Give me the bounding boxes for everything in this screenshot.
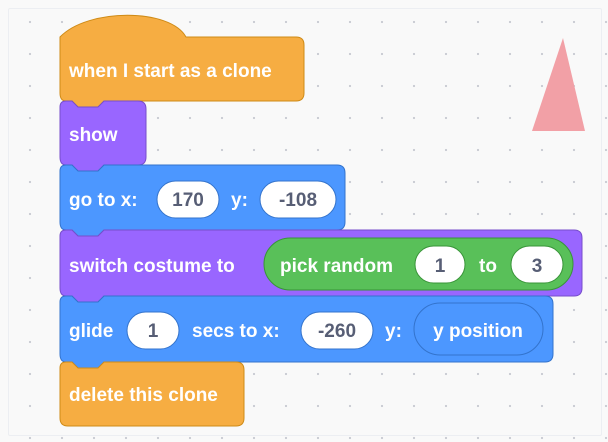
glide-x-input[interactable] [300,311,374,350]
glide-secs-value: 1 [148,321,159,342]
glide-block[interactable]: glide 1 secs to x: -260 y: y position [59,295,554,369]
go-to-x-value: 170 [172,190,204,211]
pick-random-from-input[interactable] [414,245,466,284]
glide-secs-to-x-label: secs to x: [192,321,280,342]
go-to-y-input[interactable] [259,180,337,219]
pick-random-to-input[interactable] [510,245,564,284]
glide-label: glide [69,321,113,342]
glide-y-label: y: [385,321,402,342]
switch-costume-label: switch costume to [69,256,235,277]
y-position-label: y position [433,321,523,342]
pick-random-reporter[interactable]: pick random 1 to 3 [263,237,574,291]
go-to-xy-block[interactable]: go to x: 170 y: -108 [59,164,346,237]
triangle-sprite-icon[interactable] [532,38,585,131]
switch-costume-block[interactable]: switch costume to pick random 1 to 3 [59,229,583,303]
glide-x-value: -260 [318,321,356,342]
y-position-reporter[interactable] [413,302,544,356]
pick-random-from-value: 1 [435,256,446,277]
glide-secs-input[interactable] [126,311,180,350]
show-block[interactable]: show [59,100,147,172]
go-to-x-label: go to x: [69,190,138,211]
pick-random-to-label: to [479,256,497,277]
delete-this-clone-block[interactable]: delete this clone [59,361,245,427]
pick-random-label: pick random [280,256,393,277]
go-to-y-value: -108 [279,190,317,211]
hat-block-label: when I start as a clone [68,61,272,82]
go-to-x-input[interactable] [156,180,220,219]
show-block-label: show [69,125,118,146]
when-start-as-clone-block[interactable]: when I start as a clone [59,14,305,108]
delete-clone-label: delete this clone [69,385,218,406]
pick-random-to-value: 3 [532,256,543,277]
go-to-y-label: y: [231,190,248,211]
